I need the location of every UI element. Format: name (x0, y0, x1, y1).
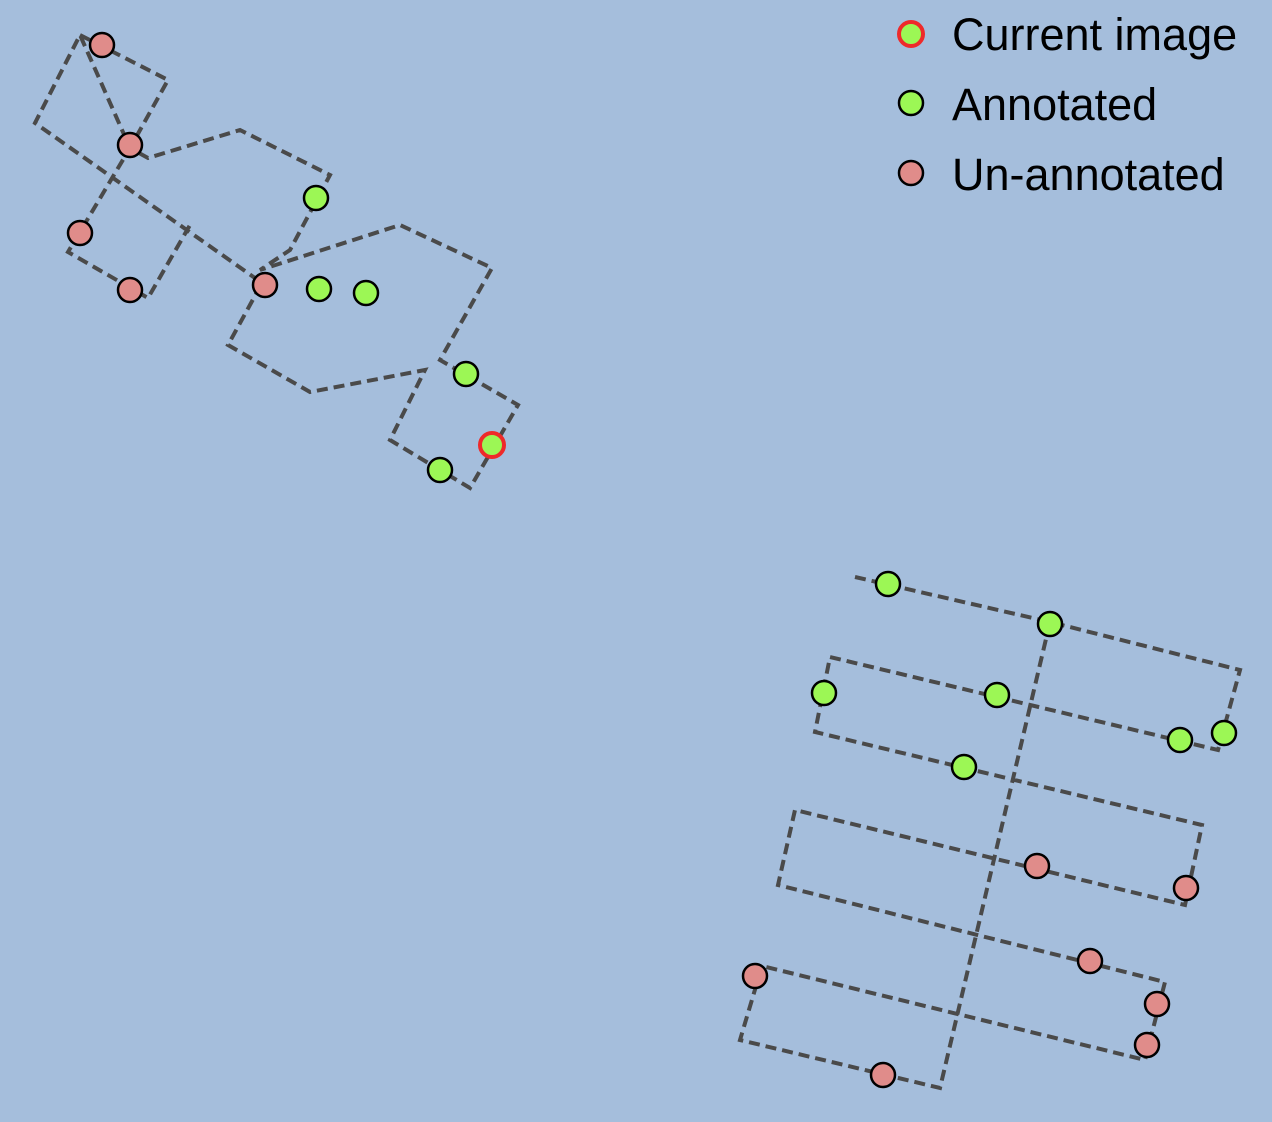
legend: Current image Annotated Un-annotated (897, 9, 1237, 200)
annotated-image-marker[interactable] (352, 279, 380, 307)
flight-path (737, 575, 1243, 1091)
unannotated-image-marker[interactable] (1143, 990, 1171, 1018)
unannotated-image-marker[interactable] (116, 276, 144, 304)
annotated-image-marker[interactable] (874, 570, 902, 598)
unannotated-image-marker[interactable] (1133, 1031, 1161, 1059)
unannotated-image-marker[interactable] (88, 31, 116, 59)
image-markers (66, 31, 1238, 1089)
legend-label-unannotated: Un-annotated (952, 149, 1225, 200)
annotated-marker-icon (897, 89, 925, 117)
unannotated-image-marker[interactable] (251, 271, 279, 299)
current-marker-icon (897, 20, 925, 48)
unannotated-image-marker[interactable] (869, 1061, 897, 1089)
unannotated-image-marker[interactable] (1076, 947, 1104, 975)
legend-item-annotated: Annotated (897, 79, 1157, 130)
annotated-image-marker[interactable] (452, 360, 480, 388)
annotated-image-marker[interactable] (305, 275, 333, 303)
legend-label-annotated: Annotated (952, 79, 1157, 130)
annotated-image-marker[interactable] (1166, 726, 1194, 754)
unannotated-image-marker[interactable] (116, 131, 144, 159)
annotated-image-marker[interactable] (1036, 610, 1064, 638)
annotated-image-marker[interactable] (950, 753, 978, 781)
unannotated-image-marker[interactable] (1023, 852, 1051, 880)
unannotated-image-marker[interactable] (1172, 874, 1200, 902)
unannotated-image-marker[interactable] (741, 962, 769, 990)
current-image-marker[interactable] (478, 431, 506, 459)
unannotated-image-marker[interactable] (66, 219, 94, 247)
annotated-image-marker[interactable] (810, 679, 838, 707)
unannotated-marker-icon (897, 159, 925, 187)
annotated-image-marker[interactable] (302, 184, 330, 212)
legend-item-current: Current image (897, 9, 1237, 60)
annotated-image-marker[interactable] (983, 681, 1011, 709)
legend-item-unannotated: Un-annotated (897, 149, 1225, 200)
legend-label-current: Current image (952, 9, 1237, 60)
annotated-image-marker[interactable] (1210, 719, 1238, 747)
annotated-image-marker[interactable] (426, 456, 454, 484)
